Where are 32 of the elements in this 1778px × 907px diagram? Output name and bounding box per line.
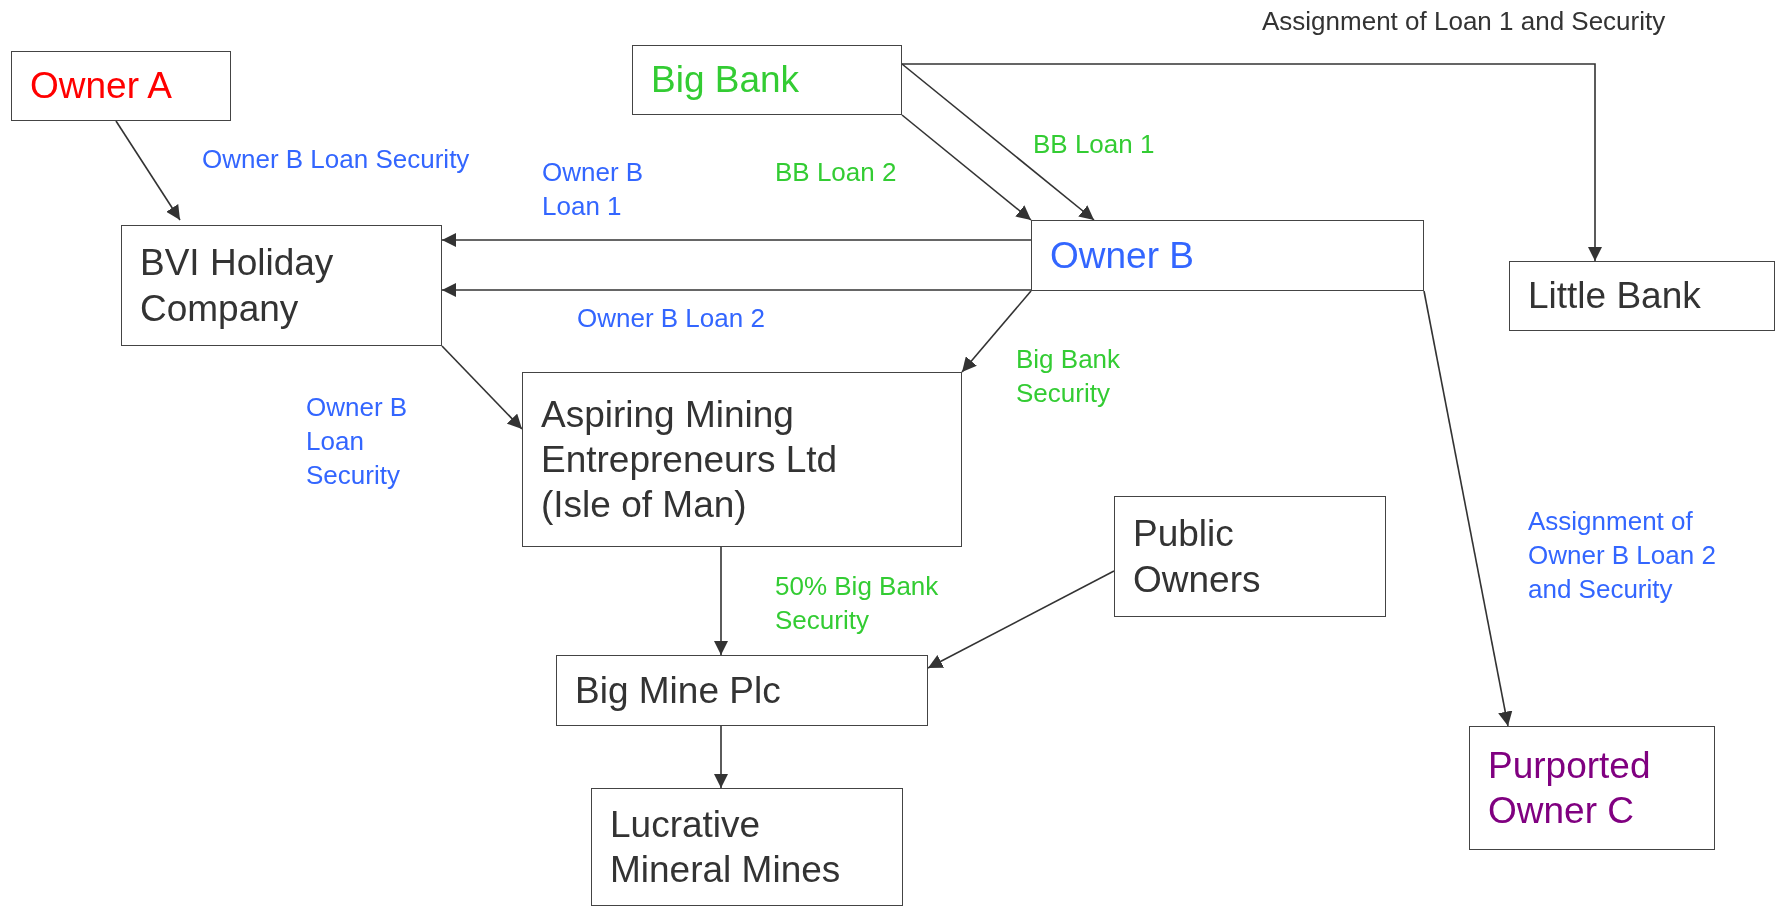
arrow: [1423, 290, 1513, 727]
arrow: [713, 725, 729, 789]
arrow: [115, 120, 181, 221]
entity-name: Purported Owner C: [1488, 743, 1652, 833]
entity-name: BVI Holiday Company: [140, 241, 335, 331]
entity-name: Little Bank: [1528, 274, 1702, 319]
entity-box: [1469, 726, 1715, 850]
arrow: [441, 232, 1032, 248]
entity-name: Big Mine Plc: [575, 668, 782, 713]
entity-box: [522, 372, 962, 547]
entity-box: [1031, 220, 1424, 291]
arrow: [961, 290, 1032, 373]
entity-box: [11, 51, 231, 121]
arrow: [901, 114, 1032, 221]
entity-box: [632, 45, 902, 115]
arrow: [441, 345, 523, 430]
entity-box: [1114, 496, 1386, 617]
arrow: [713, 546, 729, 656]
entity-box: [1509, 261, 1775, 331]
arrow: [901, 63, 1603, 262]
entity-box: [556, 655, 928, 726]
entity-name: Public Owners: [1133, 512, 1262, 602]
entity-name: Owner A: [30, 64, 173, 109]
entity-box: [121, 225, 442, 346]
entity-name: Owner B: [1050, 233, 1195, 278]
entity-name: Big Bank: [651, 58, 801, 103]
arrow: [441, 282, 1032, 298]
entity-name: Aspiring Mining Entrepreneurs Ltd (Isle of Man): [541, 392, 839, 528]
entity-box: [591, 788, 903, 906]
arrow: [901, 63, 1095, 221]
entity-name: Lucrative Mineral Mines: [610, 802, 842, 892]
arrow: [927, 570, 1115, 669]
